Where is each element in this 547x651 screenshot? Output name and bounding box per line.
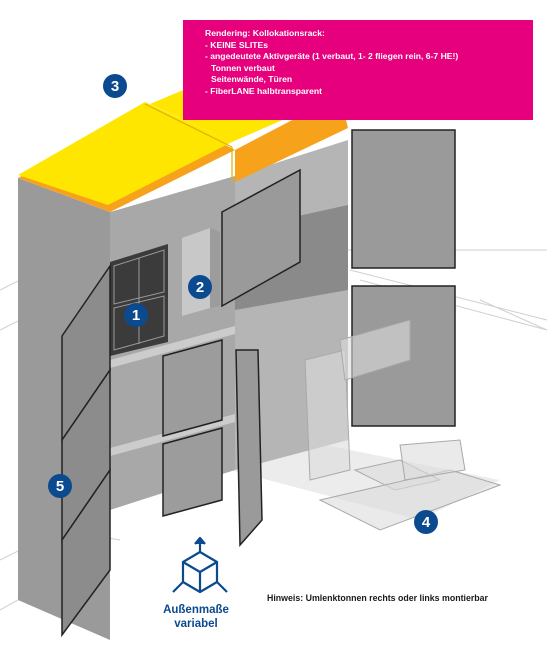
door-right-mid-open [235, 349, 263, 547]
note-item: - FiberLANE halbtransparent [205, 85, 322, 96]
mounting-hint: Hinweis: Umlenktonnen rechts oder links … [267, 593, 488, 603]
marker-4: 4 [414, 510, 438, 534]
dimensions-label: Außenmaße variabel [150, 603, 242, 631]
left-doors [61, 263, 111, 638]
marker-2: 2 [188, 275, 212, 299]
marker-3: 3 [103, 74, 127, 98]
patch-column [182, 228, 210, 316]
active-device-grid [113, 249, 165, 351]
marker-5: 5 [48, 474, 72, 498]
front-panel-1 [162, 339, 223, 437]
door-right-top-detached [351, 129, 456, 269]
door-left-lower [61, 467, 111, 638]
shelf-1 [110, 326, 235, 368]
rendering-note: Rendering: Kollokationsrack: - KEINE SLI… [183, 20, 533, 120]
patch-column-side [210, 228, 220, 308]
marker-1: 1 [124, 303, 148, 327]
note-item: Seitenwände, Türen [211, 74, 293, 84]
note-item: - KEINE SLITEs [205, 39, 269, 50]
dimensions-label-line1: Außenmaße [163, 604, 229, 616]
roof-yellow-left [18, 102, 232, 205]
dimensions-label-line2: variabel [174, 618, 218, 630]
fiberlane-transparent [304, 319, 502, 531]
note-item: - angedeutete Aktivgeräte (1 verbaut, 1-… [205, 51, 459, 61]
door-right-upper-open [221, 168, 301, 308]
dimensions-cube-icon [172, 536, 228, 594]
front-panel-2 [162, 427, 223, 517]
roof-divider [144, 103, 233, 148]
front-panels [162, 339, 223, 517]
note-item: Tonnen verbaut [211, 62, 275, 73]
note-heading: Rendering: Kollokationsrack: [205, 28, 325, 38]
right-doors [221, 129, 456, 547]
